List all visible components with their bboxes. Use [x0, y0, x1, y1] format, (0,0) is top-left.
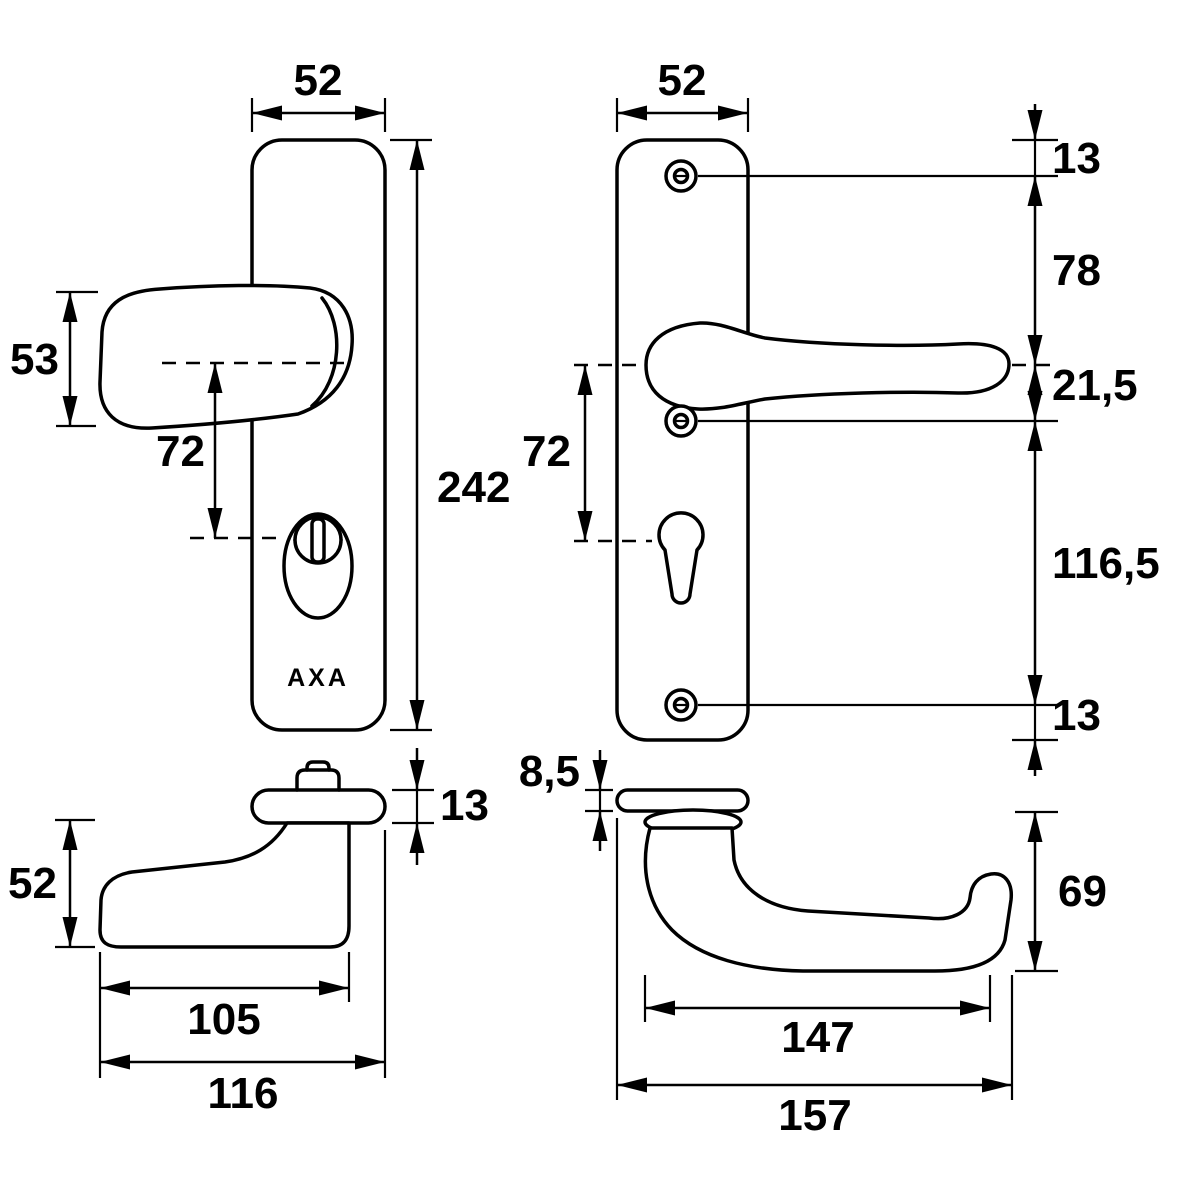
- dim-label-screw2-to-screw3: 116,5: [1052, 539, 1160, 588]
- dim-lever-profile-height: 69: [1015, 810, 1107, 973]
- dim-label-plate-thickness-int: 8,5: [519, 747, 580, 796]
- core-knob-profile: [305, 760, 331, 772]
- dim-label-top-edge-to-screw: 13: [1052, 134, 1101, 183]
- core-slot: [310, 517, 326, 564]
- dim-label-lever-depth: 147: [781, 1013, 854, 1062]
- brand-logo: AXA: [287, 664, 349, 692]
- cylinder-guard-profile: [295, 768, 341, 792]
- lever-handle: [644, 321, 1011, 411]
- dim-grip-profile-height: 52: [8, 818, 95, 949]
- dim-grip-depth: 105: [98, 952, 351, 1078]
- euro-cylinder-hole: [657, 511, 705, 605]
- dim-plate-thickness-ext: 13: [392, 748, 489, 865]
- dim-label-screw-to-handle: 78: [1052, 246, 1101, 295]
- exterior-bottom-view: [98, 760, 387, 949]
- dim-label-total-depth-ext: 116: [208, 1069, 279, 1118]
- dim-lever-depth: 147: [643, 975, 992, 1062]
- dim-label-plate-width-int: 52: [658, 56, 707, 105]
- interior-front-view: [574, 138, 1056, 742]
- lever-profile: [643, 826, 1013, 973]
- dim-label-plate-length: 242: [437, 463, 510, 512]
- dim-label-center-distance-int: 72: [522, 427, 571, 476]
- pull-grip-profile: [98, 821, 351, 949]
- dim-label-lever-profile-height: 69: [1058, 867, 1107, 916]
- dim-total-depth-ext: 116: [100, 830, 387, 1118]
- dim-plate-width-int: 52: [615, 56, 750, 132]
- exterior-plate: [250, 138, 387, 732]
- plate-profile-ext: [250, 788, 387, 825]
- dim-label-screw-to-bottom-edge: 13: [1052, 691, 1101, 740]
- dim-label-handle-to-screw2: 21,5: [1052, 361, 1138, 410]
- dim-label-center-distance-ext: 72: [156, 427, 205, 476]
- dim-plate-length: 242: [390, 138, 510, 732]
- screw-top: [664, 159, 698, 193]
- interior-bottom-view: [615, 788, 1013, 973]
- screw-bottom: [664, 688, 698, 722]
- dim-label-grip-height: 53: [10, 335, 59, 384]
- dim-total-depth-int: 157: [615, 818, 1014, 1140]
- screw-middle: [664, 404, 698, 438]
- dim-label-total-depth-int: 157: [778, 1091, 851, 1140]
- dim-label-plate-thickness-ext: 13: [440, 781, 489, 830]
- dim-label-grip-depth: 105: [187, 995, 260, 1044]
- dim-center-distance-ext: 72: [156, 363, 223, 538]
- pull-grip-contour: [310, 296, 339, 408]
- exterior-front-view: AXA: [98, 138, 387, 732]
- dim-grip-height: 53: [10, 290, 98, 428]
- plate-profile-int: [615, 788, 750, 813]
- dim-plate-width-ext: 52: [250, 56, 387, 132]
- dim-center-distance-int: 72: [522, 365, 593, 541]
- dim-label-grip-profile-height: 52: [8, 859, 57, 908]
- dim-chain-right: 13 78 21,5 116,5 13: [698, 104, 1160, 776]
- pull-grip: [98, 283, 354, 430]
- interior-plate: [615, 138, 750, 742]
- dim-plate-thickness-int: 8,5: [519, 747, 613, 851]
- dim-label-plate-width-ext: 52: [294, 56, 343, 105]
